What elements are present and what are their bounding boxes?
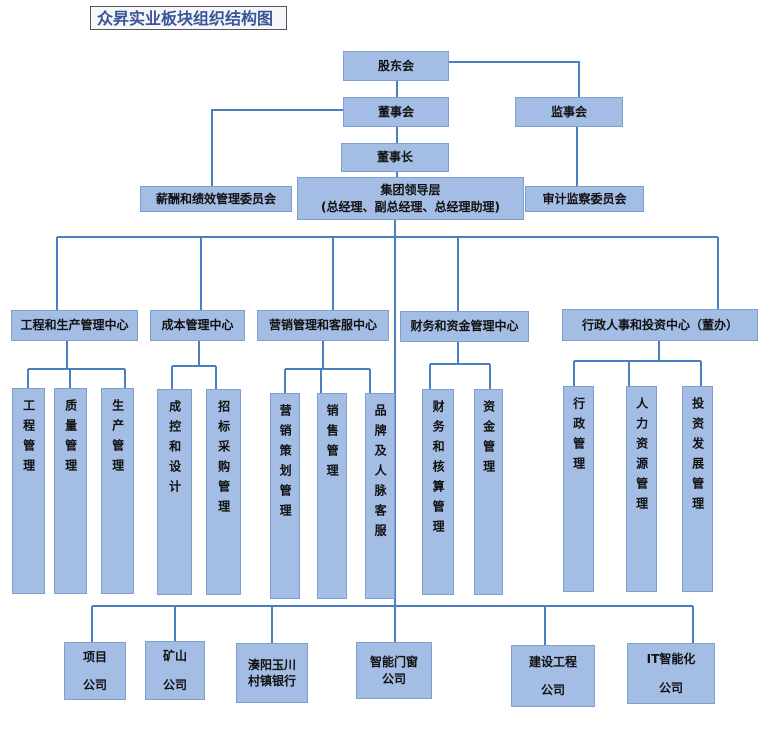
company-box: 智能门窗 公司 [356, 642, 432, 699]
unit-box: 工程管理 [12, 388, 45, 594]
unit-box: 营销策划管理 [270, 393, 300, 599]
center-admin: 行政人事和投资中心（董办） [562, 309, 758, 341]
center-finance: 财务和资金管理中心 [400, 311, 529, 342]
unit-label: 销售管理 [325, 404, 340, 484]
unit-box: 生产管理 [101, 388, 134, 594]
unit-label: 营销策划管理 [278, 404, 293, 524]
center-label: 财务和资金管理中心 [410, 319, 519, 334]
unit-label: 资金管理 [481, 400, 496, 480]
company-label: 公司 [658, 680, 683, 695]
company-label: 公司 [381, 671, 406, 686]
audit-committee-box: 审计监察委员会 [525, 186, 644, 212]
unit-label: 生产管理 [110, 399, 125, 479]
company-label: 公司 [162, 677, 187, 692]
leadership-title: 集团领导层 [380, 183, 441, 198]
company-label: 公司 [540, 683, 565, 697]
board-label: 董事会 [377, 104, 414, 119]
unit-box: 行政管理 [563, 386, 594, 592]
company-box: 湊阳玉川 村镇银行 [236, 643, 308, 703]
unit-box: 投资发展管理 [682, 386, 713, 592]
unit-box: 品牌及人脉客服 [365, 393, 395, 599]
unit-label: 招标采购管理 [216, 400, 231, 520]
board-box: 董事会 [343, 97, 449, 127]
unit-box: 招标采购管理 [206, 389, 241, 595]
supervisors-box: 监事会 [515, 97, 623, 127]
company-box: 项目 公司 [64, 642, 126, 700]
unit-label: 投资发展管理 [690, 397, 705, 517]
unit-box: 人力资源管理 [626, 386, 657, 592]
chairman-label: 董事长 [376, 150, 413, 165]
company-label: 智能门窗 [369, 655, 418, 670]
unit-label: 品牌及人脉客服 [373, 404, 388, 544]
center-cost: 成本管理中心 [150, 310, 245, 341]
center-engineering: 工程和生产管理中心 [11, 310, 138, 341]
unit-label: 行政管理 [571, 397, 586, 477]
unit-label: 成控和设计 [167, 400, 182, 500]
company-box: 建设工程 公司 [511, 645, 595, 707]
unit-label: 质量管理 [63, 399, 78, 479]
unit-label: 财务和核算管理 [431, 400, 446, 540]
unit-label: 工程管理 [21, 399, 36, 479]
leadership-subtitle: (总经理、副总经理、总经理助理) [321, 199, 500, 214]
company-box: 矿山 公司 [145, 641, 205, 700]
center-label: 行政人事和投资中心（董办） [581, 317, 738, 332]
company-label: 建设工程 [528, 654, 577, 669]
pay-committee-box: 薪酬和绩效管理委员会 [140, 186, 292, 212]
page-title: 众昇实业板块组织结构图 [90, 6, 287, 30]
unit-box: 质量管理 [54, 388, 87, 594]
company-label: 矿山 [162, 649, 187, 664]
unit-box: 财务和核算管理 [422, 389, 454, 595]
audit-committee-label: 审计监察委员会 [542, 191, 627, 206]
company-label: 村镇银行 [247, 674, 296, 688]
supervisors-label: 监事会 [550, 104, 587, 119]
leadership-box: 集团领导层 (总经理、副总经理、总经理助理) [297, 177, 524, 220]
unit-box: 销售管理 [317, 393, 347, 599]
shareholders-box: 股东会 [343, 51, 449, 81]
pay-committee-label: 薪酬和绩效管理委员会 [155, 191, 276, 206]
company-label: 湊阳玉川 [247, 657, 296, 672]
center-marketing: 营销管理和客服中心 [257, 310, 389, 341]
unit-box: 资金管理 [474, 389, 503, 595]
center-label: 工程和生产管理中心 [20, 318, 129, 333]
company-box: IT智能化 公司 [627, 643, 715, 704]
center-label: 营销管理和客服中心 [268, 318, 377, 333]
chairman-box: 董事长 [341, 143, 449, 172]
unit-label: 人力资源管理 [634, 397, 649, 517]
company-label: IT智能化 [646, 652, 696, 667]
company-label: 公司 [82, 678, 107, 692]
shareholders-label: 股东会 [377, 58, 414, 73]
unit-box: 成控和设计 [157, 389, 192, 595]
center-label: 成本管理中心 [161, 318, 234, 333]
company-label: 项目 [82, 649, 107, 664]
